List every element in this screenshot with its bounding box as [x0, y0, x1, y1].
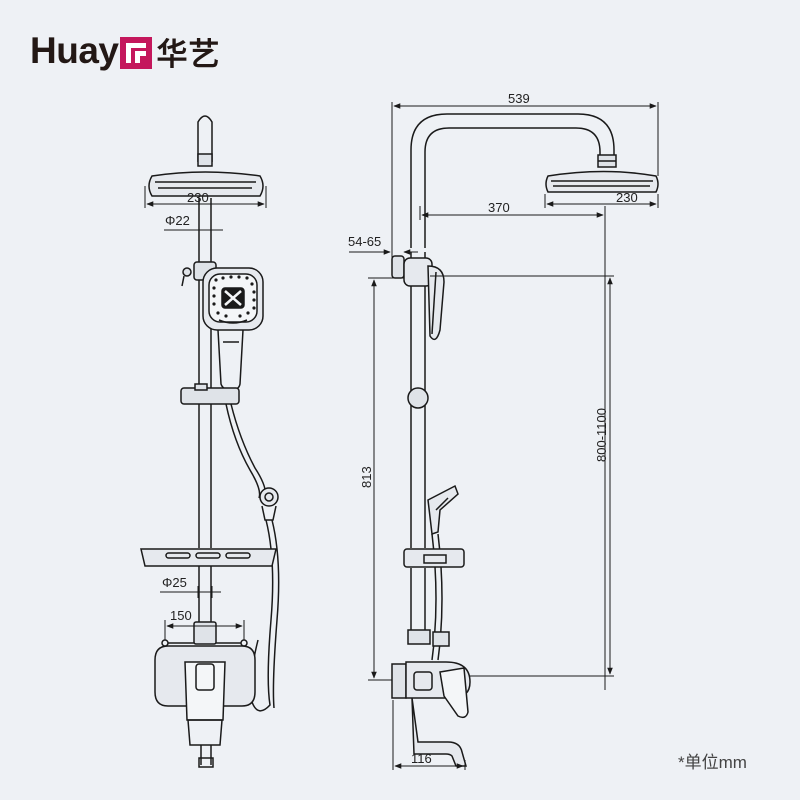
- dim-spout-projection: 116: [411, 751, 432, 766]
- front-dims: [144, 186, 267, 640]
- rain-shower-head-side: [545, 170, 659, 193]
- front-head-connector: [197, 153, 213, 167]
- side-view: [391, 113, 659, 767]
- side-hose-connector: [427, 484, 459, 536]
- side-dims: [349, 102, 659, 770]
- hand-shower-side: [427, 265, 445, 341]
- front-top-pipe: [197, 115, 213, 162]
- dim-riser-height: 813: [359, 466, 374, 488]
- side-mixer: [391, 629, 471, 767]
- dim-head-width-side: 230: [616, 190, 638, 205]
- front-shelf: [140, 548, 277, 567]
- dim-adjustable-height: 800-1100: [594, 408, 609, 462]
- front-mixer: [154, 621, 256, 768]
- front-slide-holder: [180, 387, 240, 405]
- dim-mixer-spacing: 150: [170, 608, 192, 623]
- side-overhead-pipe: [410, 113, 615, 248]
- brand-name-latin: Huay: [30, 30, 119, 71]
- brand-logo: Huay 华艺: [30, 26, 220, 76]
- side-slide-holder: [407, 387, 429, 409]
- front-hose-connector: [259, 487, 279, 521]
- dim-pipe-diameter-bottom: Φ25: [162, 575, 187, 590]
- brand-name-cjk: 华艺: [156, 36, 221, 72]
- front-hose: [230, 403, 267, 499]
- rain-shower-head-front: [148, 171, 264, 197]
- dim-head-width-front: 230: [187, 190, 209, 205]
- brand-mark-icon: [120, 37, 153, 69]
- unit-note: *单位mm: [678, 753, 747, 772]
- hand-shower-front: [202, 267, 264, 391]
- front-view: [140, 115, 280, 768]
- dim-head-offset: 370: [488, 200, 510, 215]
- dim-total-reach: 539: [508, 91, 530, 106]
- side-shelf: [403, 548, 465, 568]
- dim-pipe-diameter-top: Φ22: [165, 213, 190, 228]
- dim-wall-bracket: 54-65: [348, 234, 381, 249]
